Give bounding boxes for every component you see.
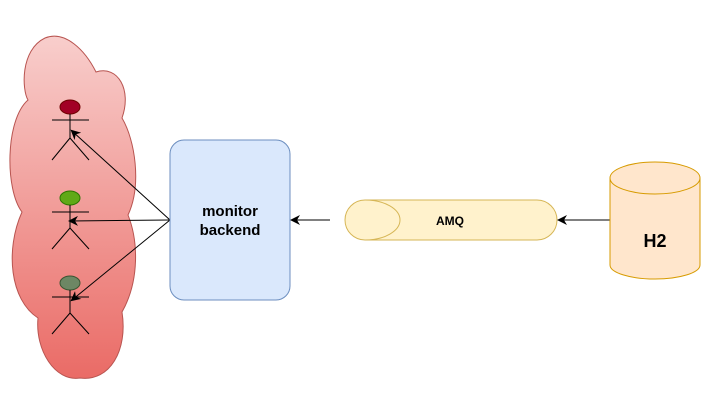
h2-label: H2 xyxy=(643,231,666,251)
edge-backend-actor-2 xyxy=(68,215,171,226)
h2-database-node[interactable]: H2 xyxy=(609,161,701,280)
amq-queue-node[interactable]: AMQ xyxy=(344,199,558,241)
edge-backend-actor-3 xyxy=(70,219,171,302)
amq-label: AMQ xyxy=(436,214,464,228)
edge-backend-actor-1 xyxy=(70,129,171,221)
user-actor-3[interactable] xyxy=(51,275,90,335)
backend-label-line2: backend xyxy=(200,222,261,239)
monitor-backend-node[interactable]: monitor backend xyxy=(169,139,291,301)
backend-label-line1: monitor xyxy=(202,203,258,220)
actor-3-head xyxy=(59,275,81,291)
actor-2-head xyxy=(59,190,81,206)
actor-1-head xyxy=(59,99,81,115)
users-cloud xyxy=(9,35,137,379)
user-actor-2[interactable] xyxy=(51,190,90,250)
user-actor-1[interactable] xyxy=(51,99,90,161)
